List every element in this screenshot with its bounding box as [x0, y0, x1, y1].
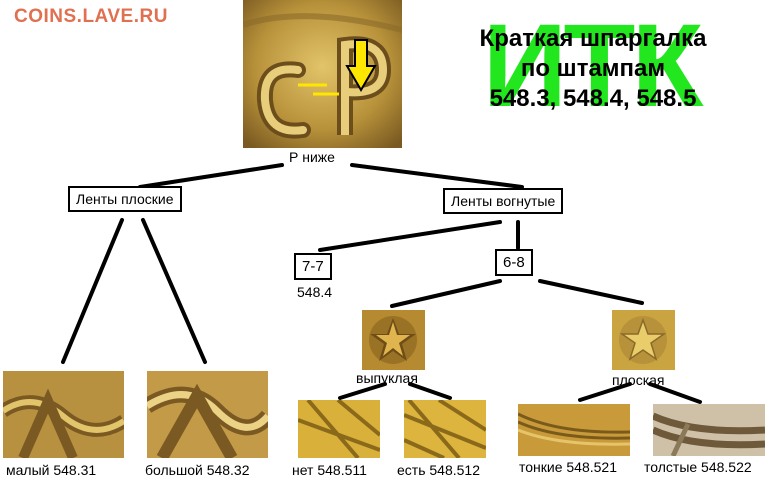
- node-7-7: 7-7: [294, 253, 332, 280]
- connector-flat-large: [141, 218, 207, 364]
- connector-concave-77: [318, 220, 502, 252]
- wheat-no-image: [298, 400, 380, 458]
- branch-concave-ribbons: Ленты вогнутые: [443, 188, 564, 214]
- leaf-large-label: большой 548.32: [145, 462, 250, 478]
- leaf-yes-photo: [404, 400, 486, 458]
- site-watermark: COINS.LAVE.RU: [14, 6, 168, 27]
- diagram-title: Краткая шпаргалка по штампам 548.3, 548.…: [440, 24, 746, 114]
- star-convex-label: выпуклая: [356, 370, 418, 386]
- leaf-no-photo: [298, 400, 380, 458]
- connector-flatstar-thick: [648, 382, 702, 404]
- connector-68-convex: [390, 279, 502, 308]
- title-line-2: по штампам: [520, 55, 666, 82]
- connector-flatstar-thin: [578, 382, 632, 402]
- leaf-small-label: малый 548.31: [6, 462, 97, 478]
- ribbon-thick-image: [653, 404, 765, 456]
- leaf-yes-label: есть 548.512: [397, 462, 480, 478]
- leaf-thick-label: толстые 548.522: [644, 459, 752, 475]
- leaf-large-photo: [147, 371, 268, 458]
- star-flat-label: плоская: [612, 372, 665, 388]
- connector-root-concave: [350, 163, 524, 189]
- wheat-yes-image: [404, 400, 486, 458]
- node-7-7-code: 548.4: [297, 284, 333, 300]
- leaf-no-label: нет 548.511: [292, 462, 367, 478]
- connector-flat-small: [61, 218, 124, 364]
- coin-letters-cp-image: [243, 0, 402, 148]
- connector-68-flat: [538, 279, 644, 305]
- leaf-small-photo: [3, 371, 124, 458]
- leaf-thin-label: тонкие 548.521: [519, 459, 617, 475]
- connector-convex-yes: [408, 382, 452, 400]
- coin-photo-top: [243, 0, 402, 148]
- title-line-3: 548.3, 548.4, 548.5: [489, 85, 697, 112]
- ribbon-small-image: [3, 371, 124, 458]
- itk-logo: ИТК: [482, 0, 704, 132]
- leaf-thick-photo: [653, 404, 765, 456]
- leaf-thin-photo: [518, 404, 630, 456]
- root-label: Р ниже: [289, 149, 335, 165]
- star-flat-image: [612, 310, 675, 370]
- title-line-1: Краткая шпаргалка: [479, 25, 707, 52]
- ribbon-thin-image: [518, 404, 630, 456]
- ribbon-large-image: [147, 371, 268, 458]
- connector-convex-no: [338, 382, 387, 400]
- star-convex-photo: [362, 310, 425, 370]
- star-flat-photo: [612, 310, 675, 370]
- connector-root-flat: [138, 163, 284, 189]
- node-6-8: 6-8: [495, 249, 533, 276]
- branch-flat-ribbons: Ленты плоские: [68, 186, 182, 212]
- star-convex-image: [362, 310, 425, 370]
